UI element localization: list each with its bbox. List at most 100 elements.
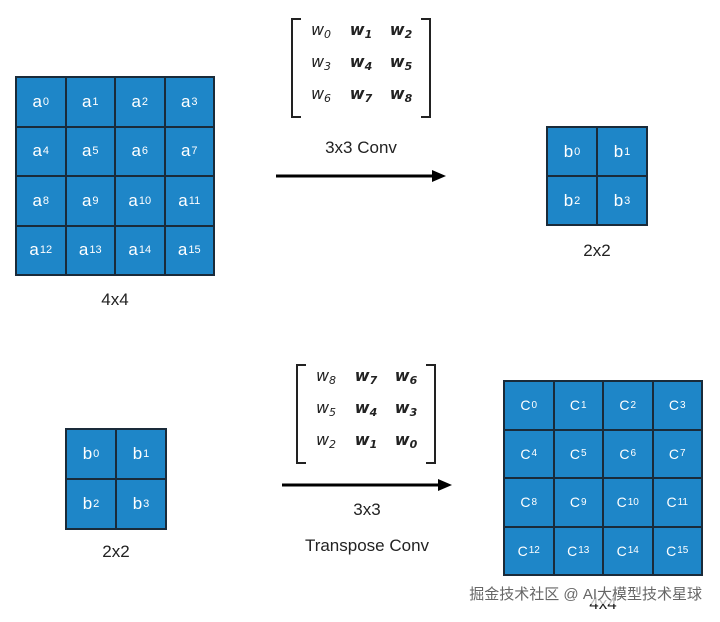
cell-index: 11 <box>188 194 201 207</box>
cell-index: 0 <box>42 95 50 108</box>
kernel-bracket-left <box>291 18 301 118</box>
kernel-weight: w0 <box>394 429 418 451</box>
cell-index: 9 <box>581 496 587 508</box>
cell-index: 3 <box>143 498 150 510</box>
cell-index: 7 <box>680 448 686 460</box>
cell-index: 2 <box>141 95 149 108</box>
kernel-weight: w8 <box>389 83 413 105</box>
cell-index: 2 <box>574 194 581 207</box>
cell-index: 3 <box>191 95 198 108</box>
cell-index: 4 <box>531 448 538 460</box>
cell-index: 3 <box>624 194 631 207</box>
cell-symbol: a <box>180 91 191 111</box>
cell-index: 3 <box>680 399 686 411</box>
kernel-weight: w2 <box>315 429 337 451</box>
kernel-weight: w6 <box>310 83 332 105</box>
cell-index: 5 <box>92 145 99 158</box>
cell-symbol: C <box>668 445 680 462</box>
cell-index: 10 <box>627 496 639 508</box>
cell-symbol: C <box>616 542 627 559</box>
output-grid-size-label: 2x2 <box>583 241 611 260</box>
cell-symbol: b <box>563 141 574 161</box>
cell-symbol: a <box>32 91 42 111</box>
cell-index: 5 <box>581 448 587 460</box>
cell-index: 14 <box>627 545 639 557</box>
arrow-right-icon <box>276 170 446 182</box>
cell-index: 8 <box>531 496 538 508</box>
input-grid-size-label: 4x4 <box>101 290 129 309</box>
cell-symbol: C <box>520 445 531 462</box>
kernel-weight: w8 <box>315 365 337 387</box>
kernel-weight: w4 <box>354 397 378 419</box>
cell-symbol: C <box>520 494 531 511</box>
kernel-weight: w2 <box>389 19 413 41</box>
cell-symbol: C <box>619 397 630 414</box>
kernel-bracket-left <box>296 364 306 464</box>
kernel-weight: w4 <box>349 51 373 73</box>
operation-label-line2: Transpose Conv <box>304 536 430 555</box>
cell-index: 15 <box>677 545 689 557</box>
kernel-weight: w7 <box>354 365 378 387</box>
cell-index: 0 <box>93 448 100 460</box>
cell-index: 1 <box>143 448 150 460</box>
operation-label-line1: 3x3 <box>353 500 381 519</box>
cell-symbol: a <box>180 141 191 161</box>
cell-symbol: a <box>81 141 92 161</box>
cell-symbol: a <box>78 240 89 260</box>
cell-symbol: a <box>177 240 188 260</box>
cell-index: 13 <box>578 545 590 557</box>
cell-symbol: a <box>131 141 141 161</box>
cell-index: 11 <box>677 496 688 508</box>
kernel-weight: w5 <box>315 397 337 419</box>
cell-symbol: a <box>128 190 138 210</box>
cell-index: 1 <box>624 145 631 158</box>
cell-symbol: b <box>82 494 93 513</box>
cell-symbol: C <box>569 445 581 462</box>
kernel-weight: w5 <box>389 51 413 73</box>
cell-symbol: C <box>567 542 578 559</box>
cell-index: 9 <box>92 194 99 207</box>
cell-index: 1 <box>581 399 587 411</box>
kernel-bracket-right <box>421 18 431 118</box>
cell-index: 13 <box>89 244 102 257</box>
cell-symbol: b <box>132 444 143 463</box>
cell-symbol: a <box>81 190 92 210</box>
cell-index: 0 <box>574 145 581 158</box>
cell-index: 6 <box>630 448 637 460</box>
cell-index: 7 <box>191 145 198 158</box>
cell-index: 1 <box>92 95 99 108</box>
cell-symbol: C <box>616 494 627 511</box>
kernel-weight: w6 <box>394 365 418 387</box>
kernel-weight: w3 <box>394 397 418 419</box>
kernel-weight: w1 <box>349 19 373 41</box>
